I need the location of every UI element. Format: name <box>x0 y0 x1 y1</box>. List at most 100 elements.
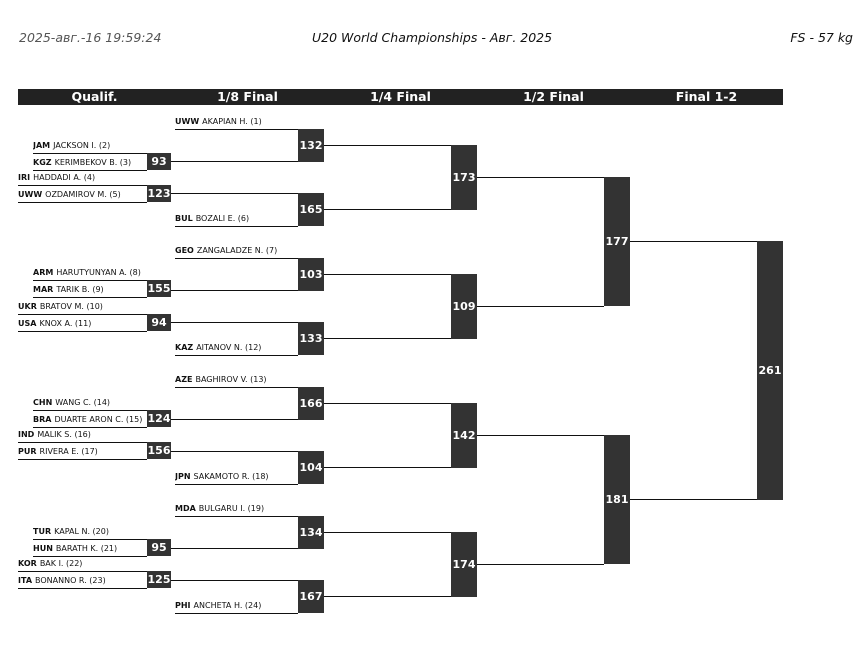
bracket-connector-line <box>477 564 604 565</box>
wrestler-name: KERIMBEKOV B. (3) <box>54 158 132 167</box>
country-code: IND <box>18 430 35 439</box>
country-code: MAR <box>33 285 54 294</box>
round-label-1-8-final: 1/8 Final <box>217 89 278 104</box>
bout-number-box[interactable]: 155 <box>147 280 171 297</box>
wrestler-name: JACKSON I. (2) <box>53 141 111 150</box>
country-code: AZE <box>175 375 193 384</box>
wrestler-name: WANG C. (14) <box>55 398 111 407</box>
country-code: BUL <box>175 214 193 223</box>
bout-number-box[interactable]: 125 <box>147 571 171 588</box>
bout-number-box[interactable]: 95 <box>147 539 171 556</box>
country-code: ITA <box>18 576 33 585</box>
country-code: ARM <box>33 268 54 277</box>
bout-number-box[interactable]: 174 <box>451 532 477 597</box>
wrestler-name: BULGARU I. (19) <box>198 504 265 513</box>
bout-number-box[interactable]: 261 <box>757 241 783 500</box>
bout-number-box[interactable]: 123 <box>147 185 171 202</box>
wrestler-name: BOZALI E. (6) <box>195 214 250 223</box>
bout-number-box[interactable]: 134 <box>298 516 324 549</box>
bout-number-box[interactable]: 103 <box>298 258 324 291</box>
wrestler-name: BARATH K. (21) <box>55 544 118 553</box>
bout-number-box[interactable]: 167 <box>298 580 324 613</box>
country-code: UKR <box>18 302 37 311</box>
country-code: JAM <box>33 141 51 150</box>
bracket-connector-line <box>324 596 451 597</box>
wrestler-name: AITANOV N. (12) <box>196 343 262 352</box>
wrestler-name: KNOX A. (11) <box>39 319 92 328</box>
wrestler-name: TARIK B. (9) <box>56 285 104 294</box>
country-code: UWW <box>175 117 200 126</box>
weight-category: FS - 57 kg <box>790 30 853 45</box>
wrestler-name: BAK I. (22) <box>39 559 83 568</box>
wrestler-name: HADDADI A. (4) <box>33 173 96 182</box>
bout-number-box[interactable]: 104 <box>298 451 324 484</box>
country-code: TUR <box>33 527 52 536</box>
bracket-connector-line <box>477 177 604 178</box>
wrestler-name: RIVERA E. (17) <box>39 447 98 456</box>
wrestler-name: KAPAL N. (20) <box>54 527 109 536</box>
country-code: KGZ <box>33 158 52 167</box>
country-code: BRA <box>33 415 52 424</box>
country-code: UWW <box>18 190 43 199</box>
bout-number-box[interactable]: 166 <box>298 387 324 420</box>
round-label-qualif: Qualif. <box>71 89 118 104</box>
bout-number-box[interactable]: 177 <box>604 177 630 306</box>
round-label-1-2-final: 1/2 Final <box>523 89 584 104</box>
bracket-connector-line <box>171 451 298 452</box>
bracket-connector-line <box>324 403 451 404</box>
bout-number-box[interactable]: 142 <box>451 403 477 468</box>
bout-number-box[interactable]: 93 <box>147 153 171 170</box>
bout-number-box[interactable]: 133 <box>298 322 324 355</box>
bracket-connector-line <box>324 209 451 210</box>
wrestler-name: ANCHETA H. (24) <box>193 601 262 610</box>
bout-number-box[interactable]: 109 <box>451 274 477 339</box>
bracket-connector-line <box>171 161 298 162</box>
bout-number-box[interactable]: 94 <box>147 314 171 331</box>
round-label-1-4-final: 1/4 Final <box>370 89 431 104</box>
wrestler-name: BAGHIROV V. (13) <box>195 375 267 384</box>
bracket-connector-line <box>324 145 451 146</box>
bout-number-box[interactable]: 156 <box>147 442 171 459</box>
country-code: PUR <box>18 447 37 456</box>
country-code: MDA <box>175 504 196 513</box>
bout-number-box[interactable]: 165 <box>298 193 324 226</box>
country-code: KAZ <box>175 343 194 352</box>
wrestler-name: DUARTE ARON C. (15) <box>54 415 143 424</box>
bracket-connector-line <box>171 322 298 323</box>
print-timestamp: 2025-авг.-16 19:59:24 <box>19 30 162 45</box>
bout-number-box[interactable]: 124 <box>147 410 171 427</box>
bout-number-box[interactable]: 173 <box>451 145 477 210</box>
bracket-connector-line <box>171 193 298 194</box>
bracket-connector-line <box>171 290 298 291</box>
bracket-connector-line <box>171 580 298 581</box>
country-code: CHN <box>33 398 53 407</box>
bout-number-box[interactable]: 181 <box>604 435 630 564</box>
country-code: HUN <box>33 544 53 553</box>
bout-number-box[interactable]: 132 <box>298 129 324 162</box>
wrestler-name: BONANNO R. (23) <box>35 576 106 585</box>
